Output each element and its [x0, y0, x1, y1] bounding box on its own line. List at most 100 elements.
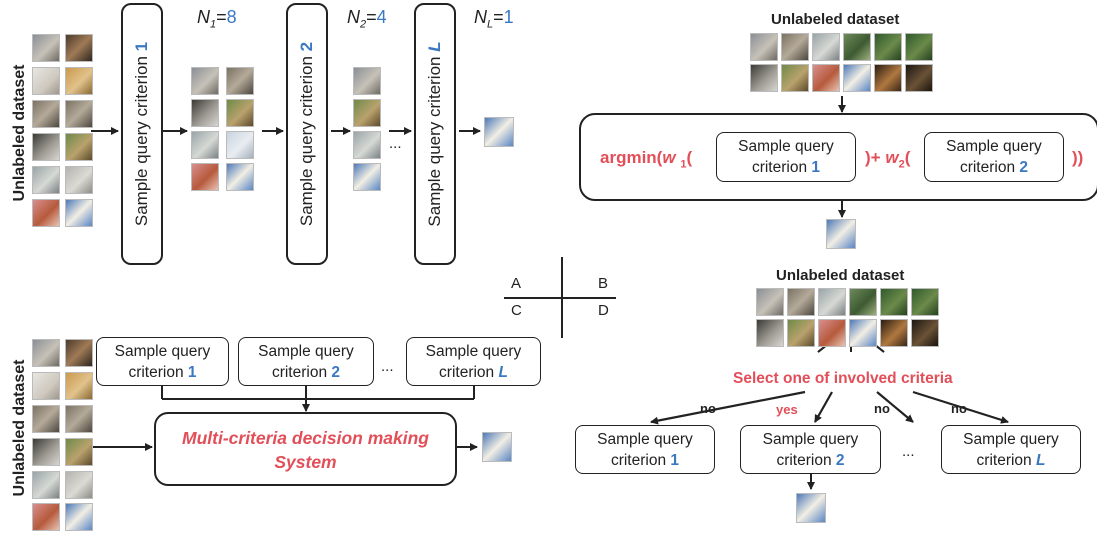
- image-thumbnail: [911, 288, 939, 316]
- criterion-text-line2: criterion L: [439, 364, 508, 381]
- criterion-text: Sample query: [762, 431, 859, 448]
- criterion-text: Sample query: [258, 343, 354, 360]
- image-thumbnail: [911, 319, 939, 347]
- close-paren: )): [1072, 148, 1084, 167]
- image-thumbnail: [843, 33, 871, 61]
- criterion-label: Sample query criterion 2: [297, 41, 316, 227]
- image-thumbnail: [880, 288, 908, 316]
- image-thumbnail: [818, 319, 846, 347]
- image-thumbnail: [781, 64, 809, 92]
- selected-sample-thumbnail: [482, 432, 512, 462]
- image-thumbnail: [32, 372, 60, 400]
- image-thumbnail: [880, 319, 908, 347]
- image-thumbnail: [65, 34, 93, 62]
- criterion-text: Sample query: [963, 431, 1059, 448]
- image-thumbnail: [226, 163, 254, 191]
- image-thumbnail: [65, 438, 93, 466]
- image-thumbnail: [65, 100, 93, 128]
- image-thumbnail: [32, 67, 60, 95]
- image-thumbnail: [65, 133, 93, 161]
- image-thumbnail: [65, 471, 93, 499]
- image-thumbnail: [65, 339, 93, 367]
- criterion-text: Sample query: [738, 138, 834, 155]
- image-thumbnail: [32, 100, 60, 128]
- criterion-text: Sample query: [597, 431, 693, 448]
- select-criteria-label: Select one of involved criteria: [733, 370, 953, 387]
- count-nl: NL=1: [474, 7, 514, 31]
- image-thumbnail: [191, 163, 219, 191]
- image-thumbnail: [756, 288, 784, 316]
- criterion-text: Sample query: [425, 343, 522, 360]
- image-thumbnail: [191, 99, 219, 127]
- criterion-text-line2: criterion 1: [751, 159, 821, 176]
- plus-w2-label: )+ w2(: [865, 148, 911, 171]
- ellipsis: ...: [902, 443, 915, 460]
- criterion-text-line2: criterion 1: [128, 364, 197, 381]
- ellipsis: ...: [389, 135, 402, 152]
- image-thumbnail: [32, 405, 60, 433]
- panel-b-dataset-label: Unlabeled dataset: [771, 11, 900, 28]
- mcdm-subtitle: System: [274, 452, 337, 472]
- criterion-text-line2: criterion L: [976, 452, 1046, 469]
- criterion-box-l: Sample query criterion L: [414, 3, 456, 265]
- image-thumbnail: [65, 503, 93, 531]
- image-thumbnail: [812, 64, 840, 92]
- image-thumbnail: [32, 471, 60, 499]
- mcdm-title: Multi-criteria decision making: [182, 428, 429, 448]
- image-thumbnail: [32, 339, 60, 367]
- image-thumbnail: [849, 288, 877, 316]
- criterion-text-line2: criterion 1: [610, 452, 680, 469]
- panel-d-dataset-label: Unlabeled dataset: [776, 267, 905, 284]
- criterion-box-l: Sample query criterion L: [941, 425, 1081, 474]
- image-thumbnail: [787, 319, 815, 347]
- branch-label-no: no: [951, 401, 967, 416]
- image-thumbnail: [849, 319, 877, 347]
- image-thumbnail: [905, 64, 933, 92]
- criterion-label: Sample query criterion 1: [132, 41, 151, 227]
- image-thumbnail: [32, 199, 60, 227]
- image-thumbnail: [818, 288, 846, 316]
- criterion-text-line2: criterion 2: [959, 159, 1029, 176]
- image-thumbnail: [65, 405, 93, 433]
- criterion-box-1: Sample query criterion 1: [96, 337, 229, 386]
- image-thumbnail: [32, 438, 60, 466]
- criterion-box-l: Sample query criterion L: [406, 337, 541, 386]
- image-thumbnail: [353, 163, 381, 191]
- selected-sample-thumbnail: [826, 219, 856, 249]
- image-thumbnail: [32, 166, 60, 194]
- image-thumbnail: [874, 64, 902, 92]
- image-thumbnail: [874, 33, 902, 61]
- selected-sample-thumbnail: [796, 493, 826, 523]
- ellipsis: ...: [381, 358, 394, 375]
- quadrant-label-b: B: [598, 275, 609, 292]
- criterion-text: Sample query: [114, 343, 211, 360]
- criterion-box-1: Sample query criterion 1: [121, 3, 163, 265]
- quadrant-label-c: C: [511, 302, 522, 319]
- count-n1: N1=8: [197, 7, 237, 31]
- image-thumbnail: [787, 288, 815, 316]
- criterion-box-2: Sample query criterion 2: [740, 425, 881, 474]
- image-thumbnail: [756, 319, 784, 347]
- image-thumbnail: [226, 67, 254, 95]
- image-thumbnail: [781, 33, 809, 61]
- quadrant-label-a: A: [511, 275, 522, 292]
- criterion-label: Sample query criterion L: [425, 41, 444, 227]
- panel-a-dataset-label: Unlabeled dataset: [11, 64, 28, 202]
- image-thumbnail: [812, 33, 840, 61]
- selected-sample-thumbnail: [484, 117, 514, 147]
- count-n2: N2=4: [347, 7, 387, 31]
- panel-c-dataset-label: Unlabeled dataset: [11, 359, 28, 497]
- image-thumbnail: [65, 166, 93, 194]
- image-thumbnail: [905, 33, 933, 61]
- branch-label-no: no: [700, 401, 716, 416]
- mcdm-system-box: Multi-criteria decision making System: [154, 412, 457, 486]
- image-thumbnail: [191, 131, 219, 159]
- argmin-label: argmin(w 1(: [600, 148, 693, 171]
- criterion-text-line2: criterion 2: [776, 452, 845, 469]
- branch-label-no: no: [874, 401, 890, 416]
- quadrant-label-d: D: [598, 302, 609, 319]
- image-thumbnail: [750, 33, 778, 61]
- image-thumbnail: [226, 99, 254, 127]
- image-thumbnail: [65, 199, 93, 227]
- image-thumbnail: [750, 64, 778, 92]
